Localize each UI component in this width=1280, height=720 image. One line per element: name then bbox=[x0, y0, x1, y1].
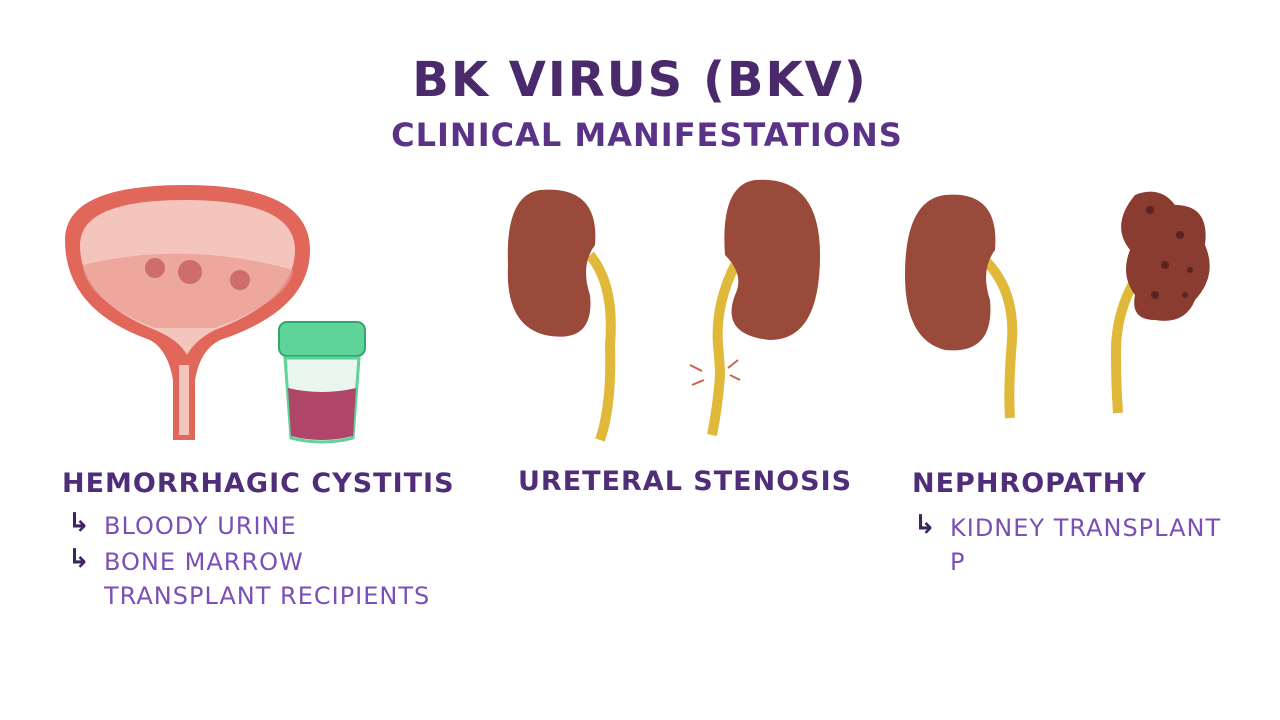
list-item: TRANSPLANT RECIPIENTS bbox=[104, 582, 431, 610]
normal-kidney-illustration-2 bbox=[905, 194, 1018, 419]
stenosis-kidney-illustration bbox=[689, 179, 820, 436]
ureteral-stenosis-heading: URETERAL STENOSIS bbox=[518, 466, 853, 497]
hemorrhagic-cystitis-heading: HEMORRHAGIC CYSTITIS bbox=[62, 468, 455, 499]
page-title: BK VIRUS (BKV) bbox=[412, 52, 868, 108]
arrow-right-icon: ↳ bbox=[68, 508, 90, 538]
bladder-illustration bbox=[65, 185, 310, 440]
normal-kidney-illustration bbox=[507, 189, 616, 442]
arrow-right-icon: ↳ bbox=[68, 544, 90, 574]
arrow-right-icon: ↳ bbox=[914, 510, 936, 540]
damaged-kidney-illustration bbox=[1110, 191, 1210, 414]
page-subtitle: CLINICAL MANIFESTATIONS bbox=[391, 116, 903, 154]
list-item: BLOODY URINE bbox=[104, 512, 297, 540]
list-item: P bbox=[950, 548, 966, 576]
constriction-marks-icon bbox=[689, 359, 741, 386]
urine-cup-icon bbox=[278, 321, 366, 444]
list-item: BONE MARROW bbox=[104, 548, 304, 576]
list-item: KIDNEY TRANSPLANT bbox=[950, 514, 1222, 542]
nephropathy-heading: NEPHROPATHY bbox=[912, 468, 1147, 499]
